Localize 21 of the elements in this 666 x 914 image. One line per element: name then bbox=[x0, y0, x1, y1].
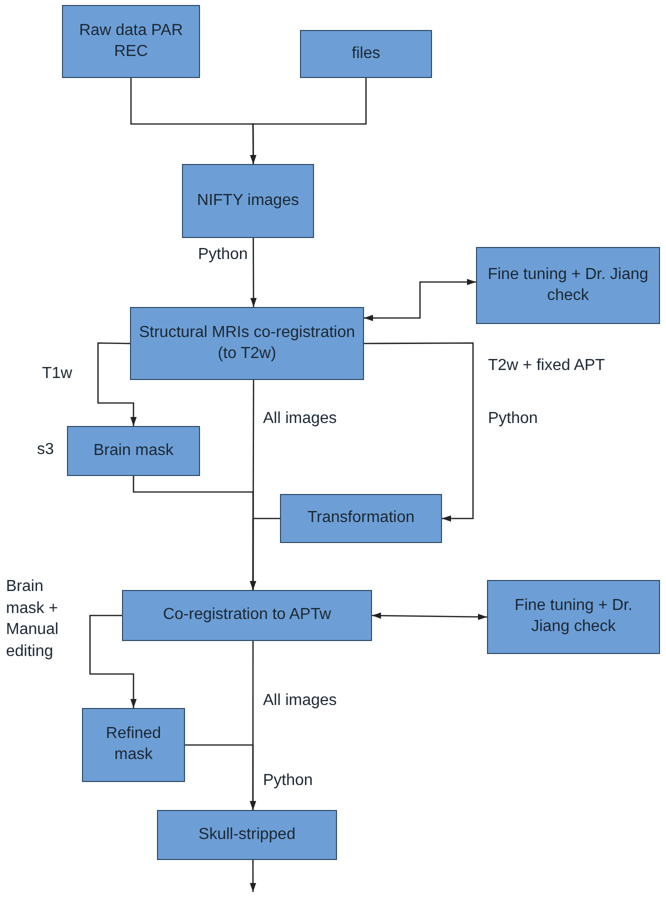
process-box: Refined mask bbox=[82, 708, 185, 782]
process-box: NIFTY images bbox=[182, 164, 314, 238]
arrow bbox=[364, 342, 474, 522]
process-box: Fine tuning + Dr. Jiang check bbox=[476, 247, 660, 324]
process-box: Transformation bbox=[280, 494, 442, 543]
arrow bbox=[372, 612, 487, 620]
arrow bbox=[97, 342, 137, 426]
process-box: Co-registration to APTw bbox=[122, 590, 372, 641]
arrow bbox=[250, 78, 367, 164]
process-box: Fine tuning + Dr. Jiang check bbox=[487, 580, 660, 654]
arrow bbox=[89, 614, 137, 708]
process-box: files bbox=[300, 30, 432, 78]
process-box: Skull-stripped bbox=[157, 810, 337, 860]
arrow bbox=[364, 278, 476, 322]
process-box: Brain mask bbox=[67, 426, 200, 476]
arrow bbox=[185, 744, 256, 810]
arrow bbox=[250, 860, 256, 892]
arrow bbox=[250, 238, 257, 307]
process-box: Raw data PAR REC bbox=[62, 5, 200, 78]
arrow bbox=[250, 518, 280, 590]
process-box: Structural MRIs co-registration (to T2w) bbox=[130, 307, 364, 380]
